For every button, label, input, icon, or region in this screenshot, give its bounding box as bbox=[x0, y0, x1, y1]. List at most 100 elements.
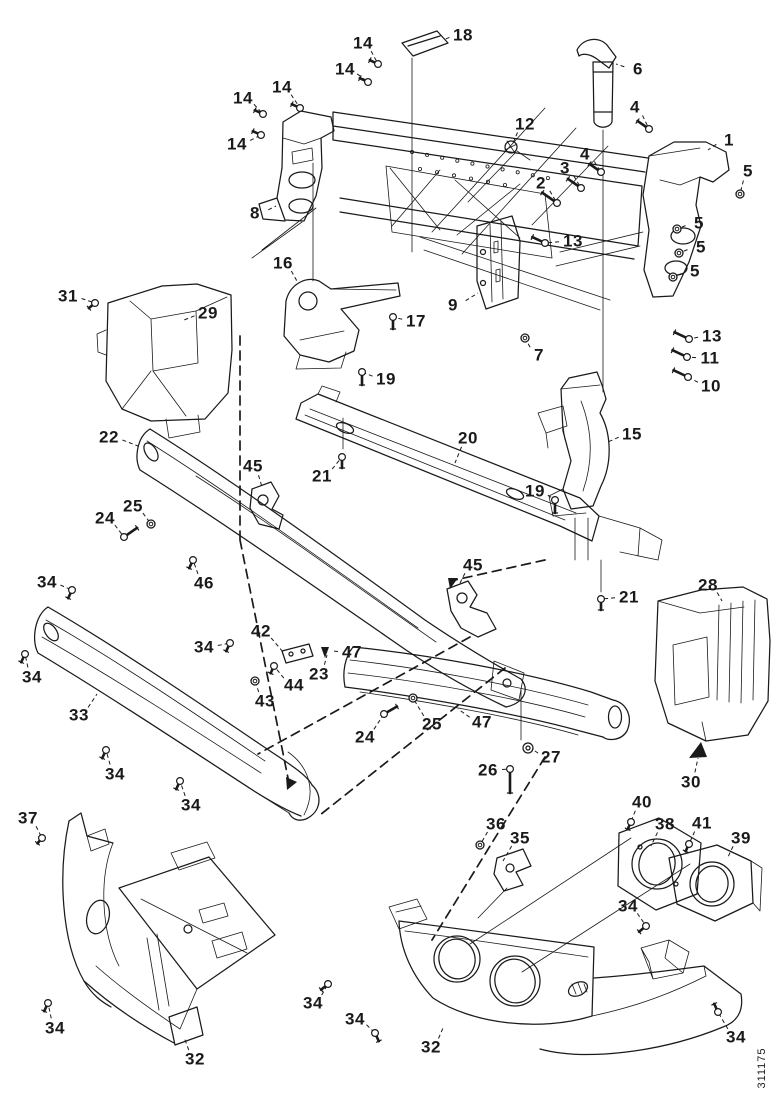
leader-line bbox=[708, 144, 716, 150]
fastener-icon bbox=[254, 108, 267, 118]
leader-line bbox=[274, 666, 284, 678]
leader-line bbox=[291, 95, 300, 108]
leader-line bbox=[459, 573, 465, 585]
callout-25: 25 bbox=[422, 714, 442, 734]
leader-line bbox=[143, 513, 151, 524]
callout-9: 9 bbox=[448, 295, 458, 315]
callout-38: 38 bbox=[655, 814, 675, 834]
fastener-icon bbox=[147, 520, 155, 528]
callout-43: 43 bbox=[255, 691, 275, 711]
callout-5: 5 bbox=[696, 237, 706, 257]
leader-line bbox=[106, 750, 110, 765]
fastener-icon bbox=[541, 191, 561, 207]
leader-line bbox=[728, 846, 733, 857]
projection-lines bbox=[240, 58, 707, 972]
leader-line bbox=[184, 1037, 189, 1050]
leader-line bbox=[455, 447, 462, 463]
leader-line bbox=[458, 709, 470, 717]
arrow-icon bbox=[321, 647, 329, 658]
callout-29: 29 bbox=[198, 303, 218, 323]
callout-22: 22 bbox=[99, 427, 119, 447]
leader-line bbox=[550, 191, 557, 203]
leader-line bbox=[36, 826, 42, 838]
fastener-icon bbox=[359, 369, 366, 385]
leader-line bbox=[689, 832, 695, 844]
bumper-face-bars bbox=[35, 429, 630, 820]
leader-line bbox=[268, 206, 276, 210]
callout-23: 23 bbox=[309, 664, 329, 684]
fastener-icon bbox=[637, 923, 649, 934]
leader-line bbox=[259, 475, 262, 487]
callout-34: 34 bbox=[37, 572, 57, 592]
leader-line bbox=[466, 293, 478, 301]
callout-46: 46 bbox=[194, 573, 214, 593]
callout-14: 14 bbox=[233, 88, 253, 108]
leader-line bbox=[254, 104, 263, 114]
callout-36: 36 bbox=[486, 814, 506, 834]
fastener-icon bbox=[712, 1003, 722, 1016]
fastener-icon bbox=[507, 766, 514, 793]
leader-line bbox=[371, 51, 378, 64]
leader-line bbox=[740, 180, 743, 194]
callout-40: 40 bbox=[632, 792, 652, 812]
callout-18: 18 bbox=[453, 25, 473, 45]
leader-line bbox=[193, 560, 198, 574]
callout-21: 21 bbox=[312, 466, 332, 486]
callout-12: 12 bbox=[515, 114, 535, 134]
leader-line bbox=[574, 176, 581, 188]
callout-8: 8 bbox=[250, 203, 260, 223]
fastener-icon bbox=[671, 348, 690, 361]
leader-line bbox=[180, 781, 185, 796]
callout-41: 41 bbox=[692, 813, 712, 833]
callout-45: 45 bbox=[463, 555, 483, 575]
fastener-icon bbox=[100, 747, 110, 760]
leader-line bbox=[291, 271, 298, 283]
leader-line bbox=[502, 769, 510, 770]
callout-34: 34 bbox=[181, 795, 201, 815]
fastener-icon bbox=[625, 819, 634, 831]
leader-line bbox=[601, 598, 615, 599]
callout-44: 44 bbox=[284, 675, 304, 695]
leader-line bbox=[513, 132, 518, 143]
fastener-icon bbox=[636, 119, 652, 133]
callout-35: 35 bbox=[510, 828, 530, 848]
callout-34: 34 bbox=[618, 896, 638, 916]
fastener-icon bbox=[66, 587, 76, 600]
callout-11: 11 bbox=[700, 348, 720, 368]
callout-26: 26 bbox=[478, 760, 498, 780]
leader-line bbox=[332, 457, 342, 469]
callout-34: 34 bbox=[194, 637, 214, 657]
callout-14: 14 bbox=[335, 59, 355, 79]
callout-4: 4 bbox=[630, 97, 640, 117]
leader-line bbox=[82, 299, 95, 303]
callout-21: 21 bbox=[619, 587, 639, 607]
callout-2: 2 bbox=[536, 173, 546, 193]
callout-30: 30 bbox=[681, 772, 701, 792]
fastener-icon bbox=[359, 76, 372, 86]
leader-line bbox=[357, 74, 368, 82]
callout-4: 4 bbox=[580, 144, 590, 164]
leader-line bbox=[324, 655, 327, 665]
leader-line bbox=[545, 242, 559, 243]
arrow-icon bbox=[286, 777, 297, 790]
callout-10: 10 bbox=[701, 376, 721, 396]
impact-bar-and-brackets bbox=[250, 372, 770, 753]
leader-line bbox=[651, 832, 657, 846]
callout-13: 13 bbox=[702, 326, 722, 346]
callout-47: 47 bbox=[342, 642, 362, 662]
callout-13: 13 bbox=[563, 231, 583, 251]
fastener-icon bbox=[566, 177, 584, 192]
fastener-icon bbox=[339, 454, 346, 468]
leader-line bbox=[271, 638, 283, 652]
callout-16: 16 bbox=[273, 253, 293, 273]
leader-line bbox=[608, 437, 619, 442]
callout-34: 34 bbox=[22, 667, 42, 687]
callout-34: 34 bbox=[726, 1027, 746, 1047]
callout-47: 47 bbox=[472, 712, 492, 732]
fastener-icon bbox=[252, 129, 265, 139]
leader-line bbox=[438, 1028, 443, 1039]
leader-line bbox=[122, 440, 138, 446]
callout-27: 27 bbox=[541, 747, 561, 767]
fastener-icon bbox=[588, 162, 604, 176]
fastener-icon bbox=[174, 778, 184, 791]
